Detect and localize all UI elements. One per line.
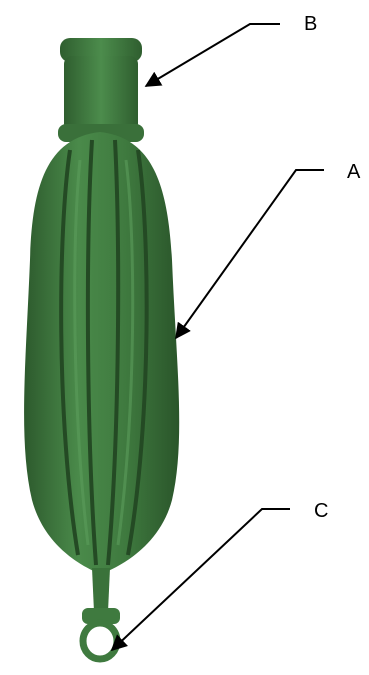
callout-a-line: [176, 170, 324, 338]
label-c: C: [314, 500, 328, 522]
callout-b: B: [146, 13, 317, 86]
callout-b-line: [146, 24, 280, 86]
label-a: A: [347, 161, 361, 183]
top-cap: [58, 38, 144, 142]
bottom-tail: [82, 568, 120, 659]
label-b: B: [304, 13, 317, 35]
cap-neck: [64, 56, 138, 132]
tail-stem: [92, 568, 110, 612]
hanging-loop: [83, 623, 117, 659]
callout-a: A: [176, 161, 361, 338]
bulb-body: [24, 132, 179, 572]
bulb-shell: [24, 132, 179, 572]
